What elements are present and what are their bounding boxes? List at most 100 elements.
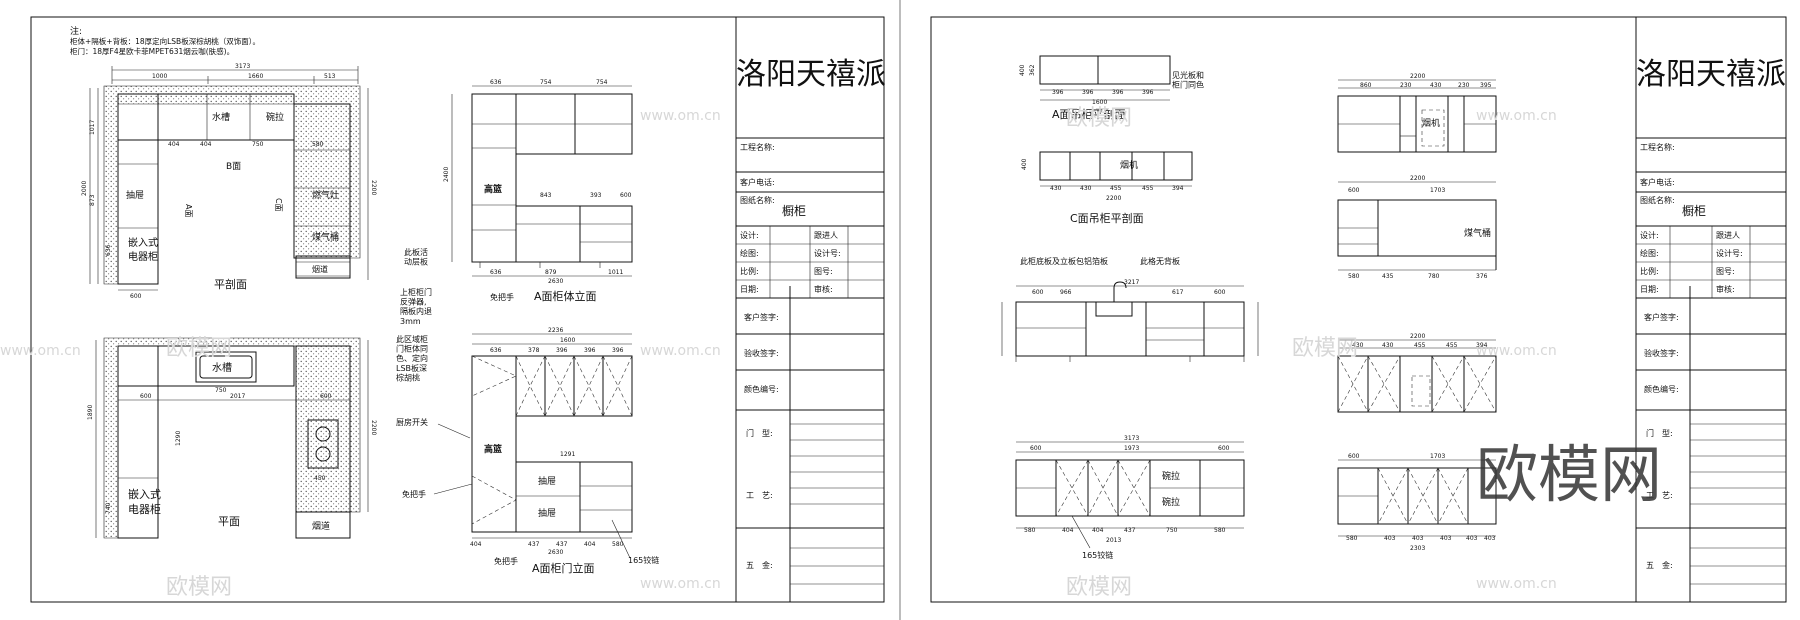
left-drawing-value: 橱柜	[782, 204, 806, 218]
b-no-back-note: 此格无背板	[1140, 256, 1180, 266]
wm-brand-big: 欧模网	[1476, 438, 1662, 511]
wm-brand-5: 欧模网	[1066, 575, 1132, 600]
b2-dim-a: 600	[1030, 445, 1042, 452]
cb-dim-b1: 580	[1348, 273, 1360, 280]
c-hanging-plan: 烟机 430 430 455 455 394 2200 400 C面吊柜平剖面	[1021, 151, 1193, 225]
cd-dim-b4: 403	[1440, 535, 1452, 542]
plan-builtin-label: 嵌入式	[128, 236, 158, 249]
left-drawing-no: 图号:	[814, 267, 833, 276]
plan2-dim-h3: 740	[105, 502, 112, 514]
ch-dim-5: 394	[1172, 185, 1184, 192]
plan2-dim-w3: 600	[320, 393, 332, 400]
b2-hinge-note: 165铰链	[1082, 550, 1113, 560]
plan2-builtin-label: 嵌入式	[128, 488, 161, 501]
elev-dim-total: 2630	[548, 278, 563, 285]
c-hanging-title: C面吊柜平剖面	[1070, 211, 1144, 225]
cd-dim-b1: 580	[1346, 535, 1358, 542]
b2-dim-b: 600	[1218, 445, 1230, 452]
plan-gas-label: 煤气桶	[312, 231, 339, 243]
elev-dim-top-b: 754	[540, 79, 552, 86]
wm-site-1: www.om.cn	[640, 108, 721, 124]
right-scale: 比例:	[1640, 266, 1659, 276]
plan2-sink-label: 水槽	[212, 361, 232, 374]
door-dim-total: 2630	[548, 549, 563, 556]
door-basket-label: 高篮	[484, 443, 502, 455]
plan-sink-label: 水槽	[212, 111, 230, 123]
elev-dim-mid-c: 600	[620, 192, 632, 199]
cd-dim-3: 455	[1414, 342, 1426, 349]
elev-dim-bot-a: 636	[490, 269, 502, 276]
left-draw: 绘图:	[740, 248, 759, 258]
plan-dim-left-h: 2000	[81, 181, 88, 196]
cb-dim-b3: 780	[1428, 273, 1440, 280]
ah-dim-3: 396	[1112, 89, 1124, 96]
right-drawing-value: 橱柜	[1682, 204, 1706, 218]
door-dim-mid: 1600	[560, 337, 575, 344]
ah-dim-4: 396	[1142, 89, 1154, 96]
right-design-no: 设计号:	[1716, 248, 1743, 258]
plan-bowl-label: 碗拉	[266, 111, 284, 123]
plan-title: 平面	[218, 515, 240, 528]
wm-brand-1: 欧模网	[1066, 106, 1132, 131]
right-brand: 洛阳天禧派	[1636, 57, 1786, 92]
cb-dim-m1: 600	[1348, 187, 1360, 194]
right-craft: 工 艺:	[1646, 491, 1673, 500]
cb-dim-t4: 230	[1458, 82, 1470, 89]
plan2-dim-h2: 1290	[175, 431, 182, 446]
plan-b-face: B面	[226, 161, 241, 172]
cd-dim-5: 394	[1476, 342, 1488, 349]
door-handle-free3: 免把手	[494, 556, 518, 566]
plan-dim-c: 513	[324, 73, 336, 80]
plan-dim-w2: 404	[200, 141, 212, 148]
plan2-dim-h4: 2200	[370, 420, 377, 435]
left-brand: 洛阳天禧派	[736, 57, 886, 92]
a-door-elevation: 2236 1600 636 378 396 396 396 高篮 抽屉 抽屉 1…	[396, 287, 659, 575]
right-sheet-frame	[930, 16, 1787, 603]
notes-line1: 柜体+隔板+背板：18厚定向LSB板深棕胡桃（双饰面）。	[70, 36, 260, 46]
elev-door-title: A面柜门立面	[532, 561, 595, 575]
left-design-no: 设计号:	[814, 248, 841, 258]
cd-dim-bot: 2303	[1410, 545, 1425, 552]
cb-hood-label: 烟机	[1422, 117, 1440, 129]
plan-flue-label: 烟道	[312, 264, 328, 274]
elev-handle-free: 免把手	[490, 292, 514, 302]
door-dim-a: 636	[490, 347, 502, 354]
door-dim-c: 396	[556, 347, 568, 354]
plan2-dim-stove: 450	[314, 475, 326, 482]
plan2-dim-sink: 750	[215, 387, 227, 394]
b2-dim-bot: 2013	[1106, 537, 1121, 544]
b2-dim-c: 580	[1024, 527, 1036, 534]
right-accept-sign: 验收签字:	[1644, 348, 1679, 358]
cb-dim-top: 2200	[1410, 73, 1425, 80]
notes-line2: 柜门：18厚F4星欧卡菲MPET631烟云咖(肤感)。	[70, 46, 234, 56]
cd-dim-mid2: 1703	[1430, 453, 1445, 460]
left-hardware: 五 金:	[746, 560, 773, 570]
right-client-phone: 客户电话:	[1640, 177, 1675, 187]
elev-dim-mid-b: 393	[590, 192, 602, 199]
left-client-phone: 客户电话:	[740, 177, 775, 187]
left-review: 审核:	[814, 284, 833, 294]
cb-dim-t3: 430	[1430, 82, 1442, 89]
b2-dim-d: 404	[1062, 527, 1074, 534]
b2-bowl1: 碗拉	[1162, 470, 1180, 482]
plan-dim-w1: 404	[168, 141, 180, 148]
b2-dim-mid: 1973	[1124, 445, 1139, 452]
b-dim-3: 617	[1172, 289, 1184, 296]
b2-dim-h: 580	[1214, 527, 1226, 534]
c-body-elevation: 2200 860 230 430 230 395 烟机 2200 600 170…	[1337, 73, 1497, 280]
plan-dim-h3: 636	[105, 244, 112, 256]
b2-dim-g: 750	[1166, 527, 1178, 534]
door-dim-e: 396	[612, 347, 624, 354]
cd-dim-b3: 403	[1412, 535, 1424, 542]
ch-dim-3: 455	[1110, 185, 1122, 192]
door-dim-bot-e: 580	[612, 541, 624, 548]
ah-dim-h1: 400	[1019, 64, 1026, 76]
ah-dim-1: 396	[1052, 89, 1064, 96]
right-review: 审核:	[1716, 284, 1735, 294]
plan-dim-b: 1660	[248, 73, 263, 80]
door-dim-d: 396	[584, 347, 596, 354]
b-cabinet-note: 此柜底板及立板包铝箔板	[1020, 256, 1108, 266]
ch-dim-h: 400	[1021, 158, 1028, 170]
plan2-flue-label: 烟道	[312, 520, 330, 532]
left-scale: 比例:	[740, 266, 759, 276]
